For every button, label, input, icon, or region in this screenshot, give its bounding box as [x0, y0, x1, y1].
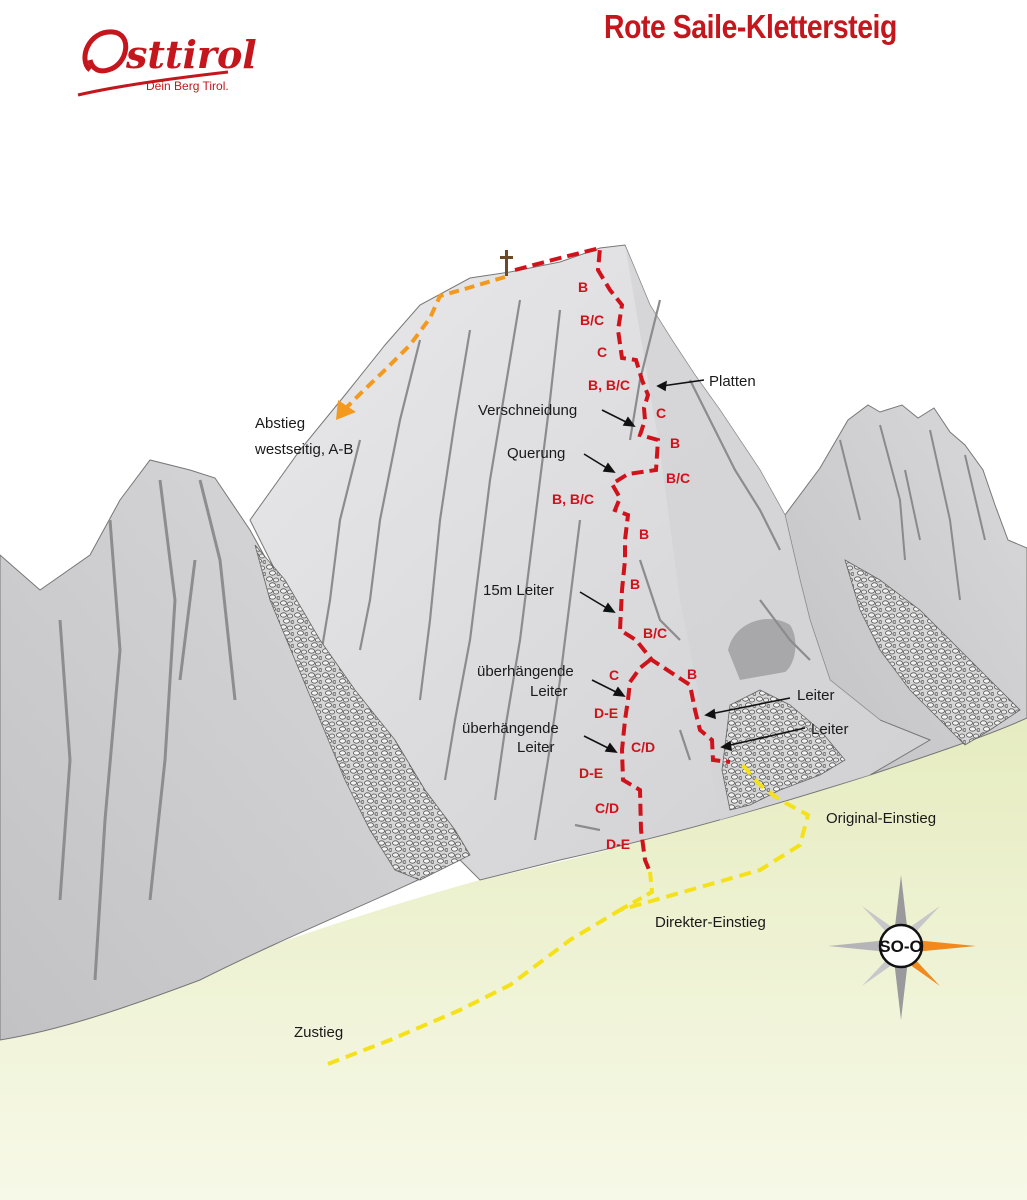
platten-label: Platten — [709, 373, 756, 390]
approach-route — [327, 760, 811, 1066]
scree-right-upper — [844, 559, 1021, 746]
grade-label: C/D — [631, 739, 655, 755]
grade-label: D-E — [594, 705, 618, 721]
original-einstieg-label: Original-Einstieg — [826, 810, 936, 827]
grade-label: C/D — [595, 800, 619, 816]
leiter15-label: 15m Leiter — [483, 582, 554, 599]
logo-tagline: Dein Berg Tirol. — [146, 79, 229, 93]
cave — [728, 618, 796, 680]
grade-label: C — [597, 344, 607, 360]
leiter-a-label: Leiter — [797, 687, 835, 704]
grade-label: B/C — [666, 470, 690, 486]
grade-label: C — [609, 667, 619, 683]
ueber2-label-2: Leiter — [517, 739, 555, 756]
summit-cross-icon — [500, 250, 513, 276]
abstieg-label: Abstieg — [255, 415, 305, 432]
grade-label: B/C — [580, 312, 604, 328]
direkter-einstieg-label: Direkter-Einstieg — [655, 914, 766, 931]
svg-text:sttirol: sttirol — [125, 32, 257, 77]
grade-label: B, B/C — [552, 491, 594, 507]
grade-label: B — [687, 666, 697, 682]
grade-label: B — [670, 435, 680, 451]
leiter15-arrow — [579, 591, 611, 611]
meadow-slope — [0, 715, 1027, 1200]
grade-label: D-E — [606, 836, 630, 852]
klettersteig-route — [514, 245, 731, 873]
grade-label: B/C — [643, 625, 667, 641]
querung-label: Querung — [507, 445, 565, 462]
ueber2-label: überhängende — [462, 720, 559, 737]
verschneidung-label: Verschneidung — [478, 402, 577, 419]
descent-arrowhead — [336, 400, 356, 420]
grade-labels: B B/C C B, B/C C B B/C B, B/C B B B/C B … — [552, 279, 697, 852]
leiter-b-arrow — [725, 727, 806, 747]
leiter-b-label: Leiter — [811, 721, 849, 738]
osttirol-logo: sttirol Dein Berg Tirol. — [77, 29, 257, 97]
grade-label: C — [656, 405, 666, 421]
direct-approach — [619, 871, 655, 912]
annotation-labels: Abstieg westseitig, A-B Platten Verschne… — [254, 373, 936, 1041]
ueber1-label: überhängende — [477, 663, 574, 680]
grade-label: B — [630, 576, 640, 592]
grade-label: B — [578, 279, 588, 295]
abstieg-label-2: westseitig, A-B — [254, 441, 353, 458]
leiter-a-arrow — [709, 697, 791, 715]
ueber1-label-2: Leiter — [530, 683, 568, 700]
grade-label: B — [639, 526, 649, 542]
compass-label: SO-O — [879, 937, 922, 956]
scree-left — [254, 544, 471, 881]
zustieg-label: Zustieg — [294, 1024, 343, 1041]
grade-label: D-E — [579, 765, 603, 781]
compass-rose-icon: SO-O — [828, 875, 976, 1020]
platten-arrow — [661, 379, 705, 387]
page-title: Rote Saile-Klettersteig — [604, 8, 897, 45]
grade-label: B, B/C — [588, 377, 630, 393]
